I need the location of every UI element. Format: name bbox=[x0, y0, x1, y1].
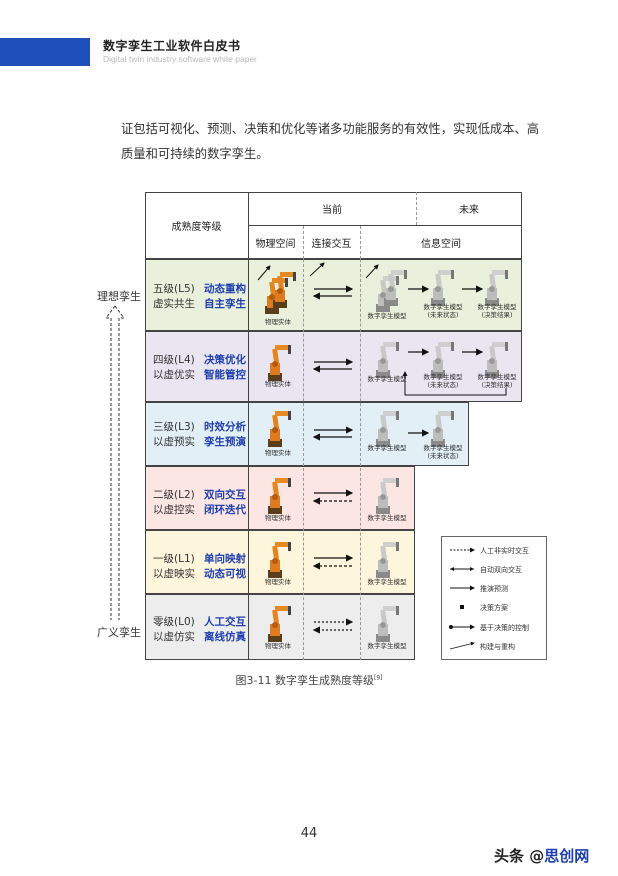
model-robot-l0 bbox=[376, 606, 399, 642]
level-4-band bbox=[145, 331, 522, 402]
caption-model-l4: 数字孪生模型 bbox=[367, 375, 407, 383]
caption-result-l5: 数字孪生模型(决策结果) bbox=[477, 303, 517, 319]
model-robot-l3 bbox=[376, 411, 399, 447]
page-number: 44 bbox=[300, 826, 318, 841]
legend-build: 构建与重构 bbox=[480, 643, 515, 651]
caption-model-l2: 数字孪生模型 bbox=[367, 514, 407, 522]
legend-manual: 人工非实时交互 bbox=[480, 547, 529, 555]
legend-predict: 推演预测 bbox=[480, 585, 508, 593]
future-robot-l5 bbox=[431, 270, 454, 306]
physical-robot-l5-b bbox=[273, 272, 296, 308]
model-robot-l1 bbox=[376, 542, 399, 578]
caption-future-l4: 数字孪生模型(未来状态) bbox=[423, 373, 463, 389]
header-current: 当前 bbox=[322, 205, 342, 216]
physical-robot-l1 bbox=[268, 542, 291, 578]
caption-future-l5: 数字孪生模型(未来状态) bbox=[423, 303, 463, 319]
figure-caption: 图3-11 数字孪生成熟度等级[9] bbox=[235, 674, 383, 687]
header-subtitle: Digital twin industry software white pap… bbox=[103, 54, 258, 64]
level-0-desc: 人工交互离线仿真 bbox=[204, 616, 246, 643]
legend-decision: 决策方案 bbox=[480, 604, 508, 612]
side-label-generalized: 广义孪生 bbox=[97, 626, 141, 639]
physical-robot-l2 bbox=[268, 478, 291, 514]
body-line-1: 证包括可视化、预测、决策和优化等诸多功能服务的有效性，实现低成本、高 bbox=[121, 122, 540, 136]
caption-model-l5: 数字孪生模型 bbox=[367, 312, 407, 320]
caption-result-l4: 数字孪生模型(决策结果) bbox=[477, 373, 517, 389]
header-future: 未来 bbox=[459, 205, 479, 216]
model-robot-l2 bbox=[376, 478, 399, 514]
level-3-desc: 时效分析孪生预演 bbox=[204, 421, 246, 448]
level-4-name: 四级(L4)以虚优实 bbox=[153, 354, 195, 381]
header-title: 数字孪生工业软件白皮书 bbox=[103, 39, 241, 53]
level-5-name: 五级(L5)虚实共生 bbox=[153, 283, 195, 310]
future-robot-l3 bbox=[431, 411, 454, 447]
level-1-desc: 单向映射动态可视 bbox=[204, 553, 246, 580]
caption-future-l3: 数字孪生模型(未来状态) bbox=[423, 444, 463, 460]
watermark: 头条 @思创网 bbox=[494, 847, 590, 865]
header-accent-bar bbox=[0, 38, 90, 66]
physical-robot-l4 bbox=[268, 345, 291, 381]
caption-physical-l4: 物理实体 bbox=[265, 380, 291, 388]
legend-auto: 自动双向交互 bbox=[480, 566, 522, 574]
header-physical: 物理空间 bbox=[255, 239, 296, 250]
build-arrow-l5-b bbox=[309, 262, 325, 277]
level-5-band bbox=[145, 259, 522, 331]
build-arrow-l5-c bbox=[365, 264, 379, 279]
level-5-desc: 动态重构自主孪生 bbox=[204, 283, 246, 310]
level-4-desc: 决策优化智能管控 bbox=[204, 354, 246, 381]
body-paragraph: 证包括可视化、预测、决策和优化等诸多功能服务的有效性，实现低成本、高 质量和可持… bbox=[121, 117, 541, 167]
model-robot-l4 bbox=[376, 342, 399, 378]
level-2-desc: 双向交互闭环迭代 bbox=[204, 489, 246, 516]
caption-model-l3: 数字孪生模型 bbox=[367, 444, 407, 452]
legend-control: 基于决策的控制 bbox=[480, 624, 529, 632]
caption-physical-l1: 物理实体 bbox=[265, 578, 291, 586]
physical-robot-l0 bbox=[268, 606, 291, 642]
level-3-name: 三级(L3)以虚预实 bbox=[153, 421, 195, 448]
caption-physical-l2: 物理实体 bbox=[265, 514, 291, 522]
physical-robot-l3 bbox=[268, 411, 291, 447]
caption-physical-l3: 物理实体 bbox=[265, 449, 291, 457]
caption-model-l0: 数字孪生模型 bbox=[367, 642, 407, 650]
model-robot-l5-b bbox=[384, 270, 407, 306]
header-maturity: 成熟度等级 bbox=[171, 222, 222, 233]
side-dashed-arrow bbox=[105, 305, 125, 620]
control-arrow-l4 bbox=[402, 371, 507, 396]
header-interaction: 连接交互 bbox=[311, 239, 352, 250]
level-1-name: 一级(L1)以虚映实 bbox=[153, 553, 195, 580]
caption-physical-l0: 物理实体 bbox=[265, 642, 291, 650]
result-robot-l5 bbox=[485, 270, 508, 306]
build-arrow-l5-a bbox=[257, 265, 271, 281]
caption-model-l1: 数字孪生模型 bbox=[367, 578, 407, 586]
header-info: 信息空间 bbox=[421, 239, 461, 250]
level-0-name: 零级(L0)以虚仿实 bbox=[153, 616, 195, 643]
level-2-name: 二级(L2)以虚控实 bbox=[153, 489, 195, 516]
body-line-2: 质量和可持续的数字孪生。 bbox=[121, 147, 269, 161]
legend-box: 人工非实时交互 自动双向交互 推演预测 决策方案 基于决策的控制 构建与重构 bbox=[441, 536, 547, 660]
side-label-ideal: 理想孪生 bbox=[97, 290, 141, 303]
level-3-band bbox=[145, 402, 469, 466]
caption-physical-l5: 物理实体 bbox=[265, 318, 291, 326]
